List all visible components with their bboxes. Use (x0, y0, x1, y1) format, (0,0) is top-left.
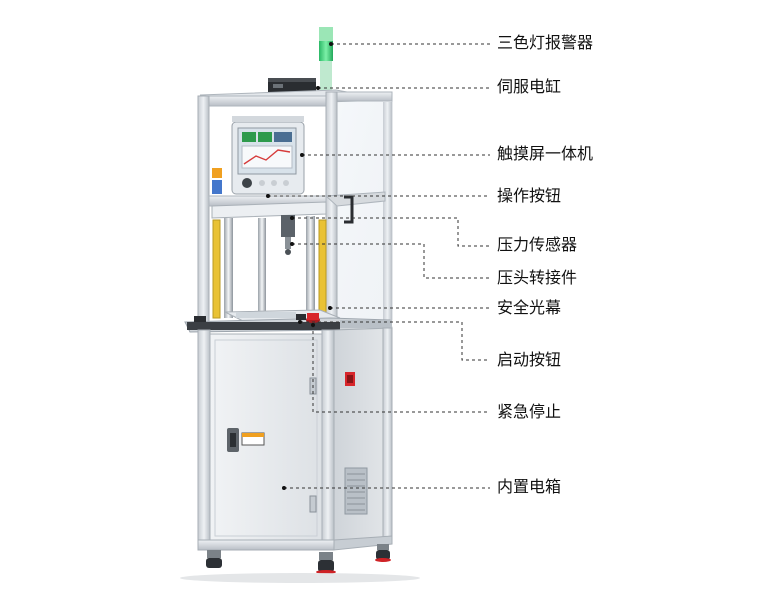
emergency-stop-icon (306, 313, 320, 323)
label-electrical-box: 内置电箱 (497, 477, 562, 496)
label-press-head-adapter: 压头转接件 (497, 268, 578, 287)
label-touchscreen-pc: 触摸屏一体机 (497, 144, 594, 163)
caster-wheels-icon (206, 544, 391, 574)
label-tower-light: 三色灯报警器 (497, 33, 594, 52)
tower-light-icon (319, 27, 333, 97)
label-safety-light-curtain: 安全光幕 (497, 298, 562, 317)
label-start-button: 启动按钮 (497, 350, 562, 369)
label-servo-cylinder: 伺服电缸 (497, 77, 562, 96)
label-emergency-stop: 紧急停止 (497, 402, 562, 421)
leader-lines (268, 43, 490, 489)
leader-dots (266, 42, 333, 490)
touchscreen-icon (231, 116, 305, 195)
label-force-sensor: 压力传感器 (497, 235, 578, 254)
label-operation-button: 操作按钮 (497, 186, 562, 205)
